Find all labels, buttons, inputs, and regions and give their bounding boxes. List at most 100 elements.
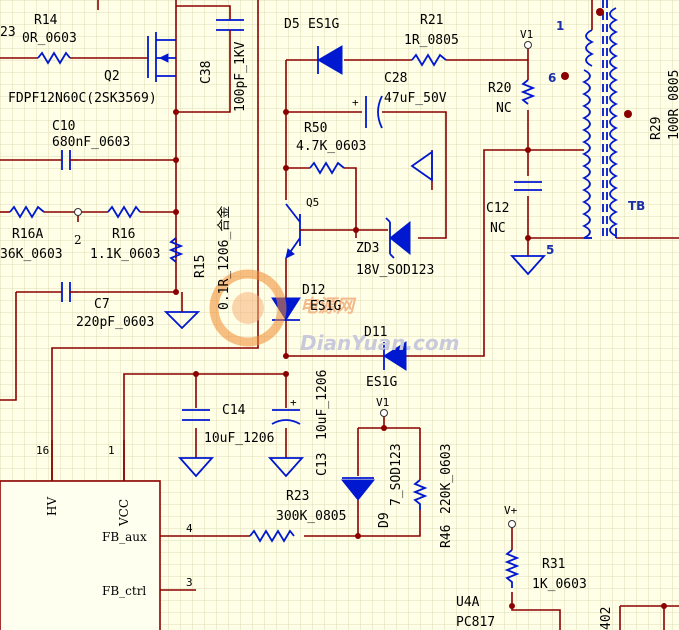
dot-pin-r29 — [624, 110, 632, 118]
r46-value: 220K_0603 — [439, 444, 454, 514]
q2-symbol — [147, 32, 176, 82]
d5-ref: D5 — [284, 17, 300, 32]
d5-value: ES1G — [308, 17, 339, 32]
r46-symbol — [412, 479, 428, 510]
watermark-sub: 电源网 — [300, 296, 357, 317]
q5-ref: Q5 — [306, 196, 319, 209]
ic-pin4-number: 4 — [186, 522, 193, 535]
c14-symbol — [182, 409, 210, 421]
c13-value: 10uF_1206 — [315, 370, 330, 440]
transformer-pin6: 6 — [548, 71, 556, 85]
net-v1b: V1 — [376, 396, 389, 409]
node-2-label: 2 — [74, 233, 82, 247]
r14-symbol — [37, 51, 71, 65]
d12-value: ES1G — [310, 299, 341, 314]
r16-value: 1.1K_0603 — [90, 247, 160, 262]
r20-symbol — [520, 79, 536, 105]
edge-label-bottom-right: 402 — [599, 607, 614, 630]
r20-ref: R20 — [488, 81, 511, 96]
u4a-ref: U4A — [456, 595, 480, 610]
ic-body — [0, 480, 161, 630]
zd3-ref: ZD3 — [356, 241, 379, 256]
d9-ref: D9 — [377, 512, 392, 528]
r15-ref: R15 — [193, 255, 208, 278]
r50-symbol — [309, 161, 345, 175]
dot-top — [596, 8, 604, 16]
svg-text:+: + — [352, 96, 359, 109]
r16a-symbol — [9, 205, 45, 219]
watermark-text: DianYuan.com — [300, 331, 459, 355]
ic-pin-hv: HV — [45, 497, 59, 516]
junctions — [75, 109, 667, 609]
r29-value: 100R_0805 — [667, 70, 679, 140]
r14-ref: R14 — [34, 13, 58, 28]
d11-value: ES1G — [366, 375, 397, 390]
r16a-value: 36K_0603 — [0, 247, 63, 262]
svg-text:+: + — [290, 396, 297, 409]
d12-ref: D12 — [302, 283, 325, 298]
net-v1: V1 — [520, 28, 533, 41]
c38-symbol — [216, 19, 244, 50]
c28-value: 47uF_50V — [384, 91, 447, 106]
r20-value: NC — [496, 101, 512, 116]
r16-symbol — [107, 205, 141, 219]
d5-symbol — [317, 45, 343, 75]
ic-pin-fb-aux: FB_aux — [102, 530, 147, 544]
c7-ref: C7 — [94, 297, 110, 312]
transformer-pin5: 5 — [546, 243, 554, 257]
r16-ref: R16 — [112, 227, 135, 242]
r29-ref: R29 — [649, 117, 664, 140]
c28-symbol: + — [352, 95, 383, 129]
c38-ref: C38 — [199, 61, 214, 84]
r21-symbol — [411, 53, 447, 67]
dot-pin6 — [561, 72, 569, 80]
r31-symbol — [504, 549, 520, 588]
r50-ref: R50 — [304, 121, 327, 136]
ic-pin16-number: 16 — [36, 444, 49, 457]
zd3-value: 18V_SOD123 — [356, 263, 434, 278]
c13-symbol: + — [271, 396, 301, 425]
edge-label-top-left: 23 — [0, 25, 16, 40]
r50-value: 4.7K_0603 — [296, 139, 366, 154]
watermark-logo — [209, 269, 287, 347]
net-vplus-node — [508, 520, 516, 528]
net-vplus: V+ — [504, 504, 518, 517]
c7-value: 220pF_0603 — [76, 315, 154, 330]
transformer-name: TB — [628, 199, 645, 213]
r23-ref: R23 — [286, 489, 309, 504]
ic-pin3-number: 3 — [186, 576, 193, 589]
c14-ref: C14 — [222, 403, 246, 418]
r31-value: 1K_0603 — [532, 577, 587, 592]
net-v1-node — [524, 41, 532, 49]
c14-value: 10uF_1206 — [204, 431, 274, 446]
r23-value: 300K_0805 — [276, 509, 346, 524]
c13-ref: C13 — [315, 453, 330, 476]
ground-symbol-4 — [267, 457, 305, 478]
ic-pin1-number: 1 — [108, 444, 115, 457]
u4a-value: PC817 — [456, 615, 495, 630]
r23-symbol — [249, 529, 295, 543]
c28-ref: C28 — [384, 71, 407, 86]
c12-ref: C12 — [486, 201, 509, 216]
c12-symbol — [514, 181, 542, 191]
c10-value: 680nF_0603 — [52, 135, 130, 150]
transformer-symbol — [581, 0, 619, 240]
ground-symbol-3 — [177, 457, 215, 478]
c38-value: 100pF_1KV — [233, 41, 248, 112]
d11-ref: D11 — [364, 325, 387, 340]
node2-circle — [74, 208, 82, 216]
q2-ref: Q2 — [104, 69, 120, 84]
r31-ref: R31 — [542, 557, 565, 572]
r21-ref: R21 — [420, 13, 443, 28]
ground-symbol-2 — [509, 255, 547, 276]
d11-symbol — [383, 341, 407, 371]
ic-pin-vcc: VCC — [117, 499, 131, 527]
r16a-ref: R16A — [12, 227, 43, 242]
c12-value: NC — [490, 221, 506, 236]
r15-symbol — [168, 237, 184, 263]
d9-symbol — [340, 477, 376, 501]
opto-arrow-symbol — [410, 150, 433, 182]
q2-value: FDPF12N60C(2SK3569) — [8, 91, 157, 106]
d9-value: 7_SOD123 — [389, 443, 404, 506]
